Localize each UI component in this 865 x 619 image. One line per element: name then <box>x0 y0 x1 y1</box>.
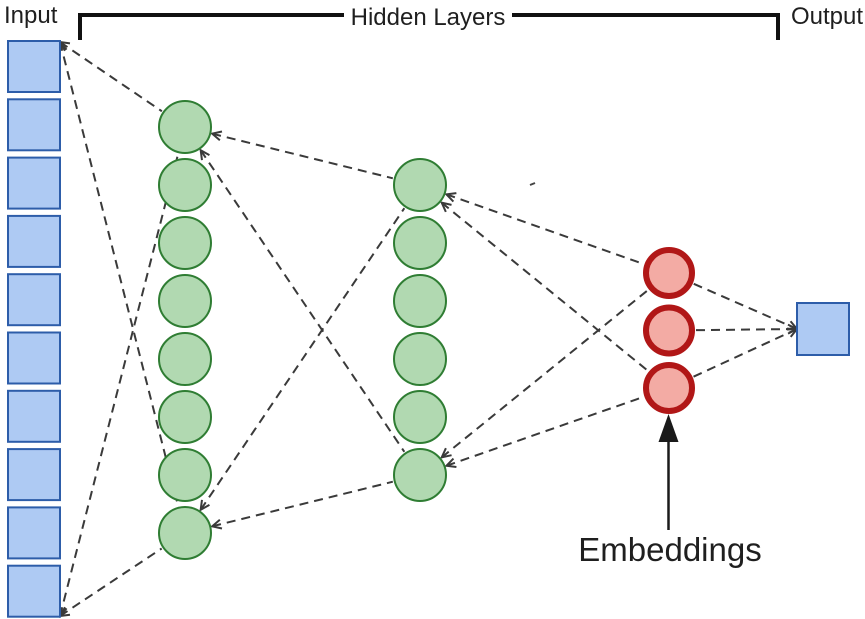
input-square <box>7 389 61 443</box>
connection-edge <box>59 153 180 617</box>
hidden-layer-1-neuron <box>158 158 212 212</box>
edge-arrowhead-icon <box>444 192 457 203</box>
input-square <box>7 40 61 93</box>
hidden-layers-label: Hidden Layers <box>351 4 506 31</box>
input-square <box>7 214 61 268</box>
edge-arrowhead-icon <box>199 148 210 161</box>
connection-edge <box>446 193 644 265</box>
hidden-layer-2-neuron <box>393 390 447 444</box>
connection-edge <box>695 328 798 332</box>
connection-edge <box>59 41 163 113</box>
connection-edge <box>199 149 406 453</box>
hidden-layer-1-neuron <box>158 390 212 444</box>
input-label: Input <box>4 2 58 29</box>
hidden-layer-2-neuron <box>393 448 447 502</box>
hidden-layer-2-neuron <box>393 158 447 212</box>
edge-arrowhead-icon <box>210 130 223 141</box>
embeddings-arrowhead-icon <box>658 414 679 442</box>
hidden-layer-2-neuron <box>393 274 447 328</box>
hidden-layer-2-neuron <box>393 216 447 270</box>
output-label: Output <box>791 3 863 30</box>
connection-edge <box>446 395 644 467</box>
edge-arrowhead-icon <box>444 457 457 469</box>
input-square <box>7 448 61 502</box>
hidden-layer-1-neuron <box>158 274 212 328</box>
hidden-layer-1-neuron <box>158 332 212 386</box>
connection-edge <box>59 41 180 507</box>
hidden-layer-1-neuron <box>158 506 212 560</box>
embedding-neuron <box>643 304 695 357</box>
input-square <box>7 506 61 560</box>
edge-arrowhead-icon <box>440 447 452 459</box>
input-square <box>7 156 61 210</box>
hidden-layer-2-neuron <box>393 332 447 386</box>
edge-arrowhead-icon <box>199 499 210 512</box>
header: Hidden Layers Input Output <box>4 2 863 40</box>
embeddings-label: Embeddings <box>578 531 761 568</box>
connection-edge <box>693 328 798 378</box>
connection-edge <box>199 207 406 511</box>
connection-edge <box>441 201 649 372</box>
connection-edge <box>211 132 394 180</box>
connections-group <box>56 39 800 619</box>
edge-arrowhead-icon <box>210 519 223 530</box>
connection-edge <box>59 547 163 617</box>
edge-arrowhead-icon <box>439 201 452 213</box>
nodes-group <box>7 40 850 618</box>
stray-mark <box>529 182 536 186</box>
connection-edge <box>693 282 798 330</box>
hidden-layer-1-neuron <box>158 100 212 154</box>
connection-edge <box>211 480 394 528</box>
input-square <box>7 564 61 618</box>
embedding-neuron <box>643 362 695 414</box>
output-square <box>796 302 850 356</box>
connection-edge <box>441 289 649 459</box>
hidden-layer-1-neuron <box>158 448 212 502</box>
bracket-label-background <box>344 3 512 29</box>
input-square <box>7 331 61 385</box>
embeddings-annotation: Embeddings <box>578 414 762 568</box>
embedding-neuron <box>643 247 695 299</box>
hidden-layer-1-neuron <box>158 216 212 270</box>
input-square <box>7 273 61 327</box>
input-square <box>7 98 61 152</box>
